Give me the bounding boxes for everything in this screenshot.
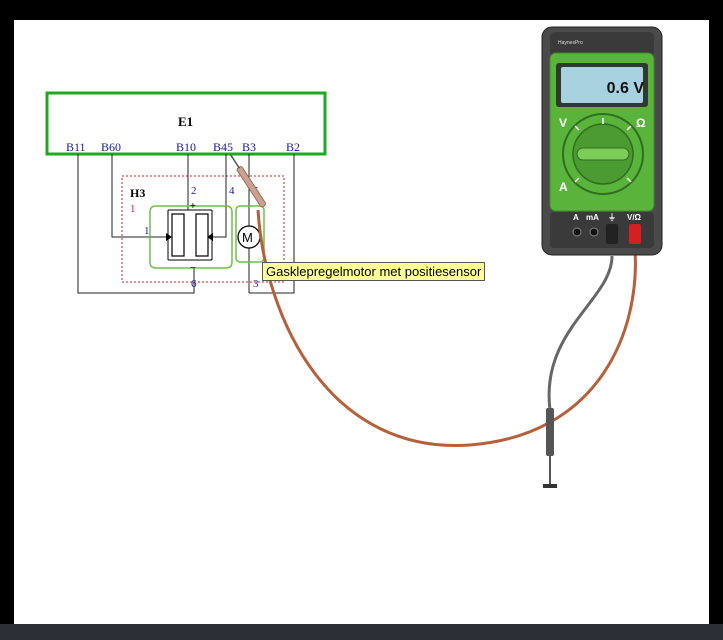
potentiometer-left	[171, 213, 185, 257]
socket-label-v-ohm: V/Ω	[627, 213, 641, 222]
dial-label-amps: A	[559, 180, 568, 194]
pin-b3: B3	[242, 140, 256, 154]
component-box	[121, 175, 285, 283]
polarity-minus: −	[190, 263, 196, 274]
meter-brand: HaynesPro	[558, 40, 583, 46]
arrow-terminal-1	[166, 233, 172, 241]
component-tooltip: Gasklepregelmotor met positiesensor	[262, 262, 486, 281]
wire-b11	[77, 154, 195, 294]
terminal-1: 1	[144, 225, 150, 237]
socket-label-ma: mA	[586, 213, 599, 222]
socket-panel	[550, 212, 654, 248]
bottom-bar	[0, 624, 723, 640]
socket-ma[interactable]	[589, 227, 599, 237]
terminal-6: 6	[191, 278, 197, 290]
terminal-4: 4	[229, 185, 235, 197]
potentiometer-right	[195, 213, 209, 257]
wire-b2	[249, 154, 295, 294]
motor-housing	[235, 205, 265, 263]
wire-b60	[111, 154, 166, 238]
socket-com-plug[interactable]	[606, 224, 618, 244]
red-probe-tip[interactable]	[228, 153, 267, 208]
pin-b11: B11	[66, 140, 86, 154]
ecu-box	[45, 91, 327, 156]
wire-b45	[211, 154, 227, 238]
meter-reading: 0.6 V	[606, 80, 644, 97]
socket-label-ground: ⏚	[608, 213, 616, 222]
dial-label-volts: V	[559, 116, 568, 130]
dial-label-ohms: Ω	[636, 116, 646, 130]
socket-label-a: A	[573, 213, 579, 222]
red-probe-lead	[256, 209, 637, 447]
socket-a[interactable]	[572, 227, 582, 237]
terminal-3: 3	[253, 278, 259, 290]
terminal-2: 2	[191, 185, 197, 197]
component-label: H3	[130, 186, 145, 200]
socket-v-ohm-plug[interactable]	[629, 224, 641, 244]
pin-b10: B10	[176, 140, 196, 154]
lcd-screen	[561, 67, 643, 103]
pin-b2: B2	[286, 140, 300, 154]
black-probe-tip[interactable]	[543, 408, 557, 488]
polarity-plus: +	[190, 201, 196, 212]
ecu-label: E1	[178, 114, 193, 129]
black-probe-lead	[547, 255, 614, 411]
sensor-housing	[149, 205, 233, 269]
motor-letter: M	[242, 230, 253, 245]
pin-b60: B60	[101, 140, 121, 154]
component-marker: 1	[130, 203, 136, 215]
pin-b45: B45	[213, 140, 233, 154]
